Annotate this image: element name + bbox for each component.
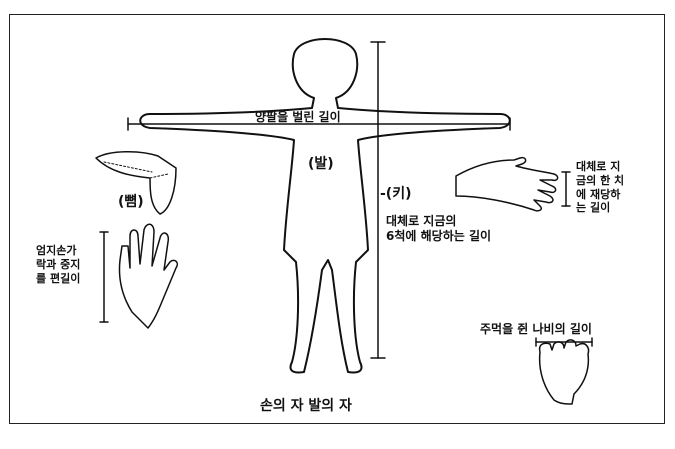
span-desc-line-3: 를 편길이 <box>36 272 80 286</box>
span-hand <box>120 224 178 328</box>
caption: 손의 자 발의 자 <box>260 398 352 416</box>
span-desc-line-2: 락과 중지 <box>36 258 80 272</box>
finger-desc-line-2: 금의 한 치 <box>576 174 624 188</box>
span-paren-label: (뼘) <box>118 194 144 212</box>
arm-span-label: 양팔을 벌린 길이 <box>255 110 341 125</box>
span-desc-line-1: 엄지손가 <box>36 244 80 258</box>
finger-hand <box>456 158 558 211</box>
human-silhouette <box>140 39 510 373</box>
height-label: -(키) <box>380 186 412 204</box>
fist-sketch <box>540 340 589 404</box>
finger-width-description: 대체로 지 금의 한 치 에 재당하 는 길이 <box>576 160 624 215</box>
fist-label: 주먹을 쥔 나비의 길이 <box>480 322 592 337</box>
foot-label: (발) <box>308 156 334 174</box>
finger-desc-line-4: 는 길이 <box>576 201 624 215</box>
height-description: 대체로 지금의 6척에 해당하는 길이 <box>386 214 491 244</box>
finger-desc-line-1: 대체로 지 <box>576 160 624 174</box>
height-desc-line-2: 6척에 해당하는 길이 <box>386 229 491 244</box>
finger-desc-line-3: 에 재당하 <box>576 188 624 202</box>
span-description: 엄지손가 락과 중지 를 편길이 <box>36 244 80 285</box>
height-desc-line-1: 대체로 지금의 <box>386 214 491 229</box>
